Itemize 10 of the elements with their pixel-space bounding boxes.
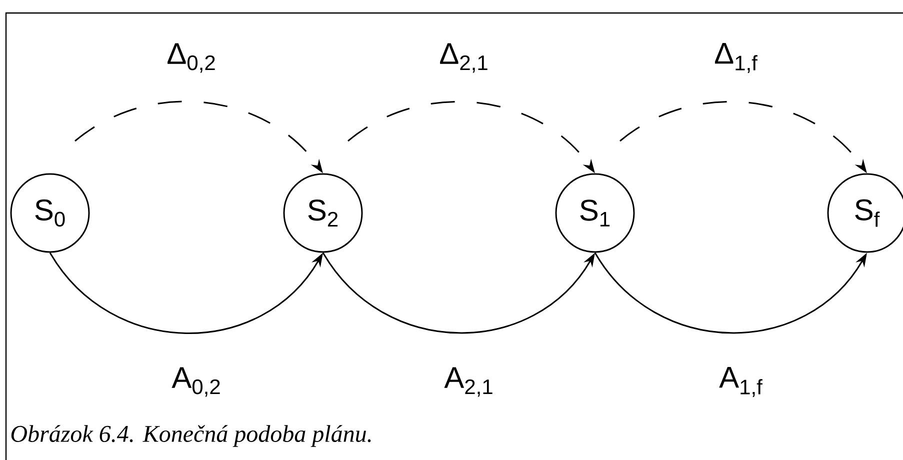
- caption: Obrázok 6.4. Konečná podoba plánu.: [11, 425, 371, 447]
- edge-label: Δ$_{0,2}$: [168, 43, 215, 73]
- arrow: [594, 252, 867, 334]
- edge-label: A$_{2,1}$: [444, 367, 492, 397]
- arrow: [49, 252, 323, 334]
- edge-label: Δ$_{1,f}$: [714, 43, 758, 73]
- edge-label: A$_{0,2}$: [172, 367, 220, 397]
- edge-label: Δ$_{2,1}$: [440, 43, 488, 73]
- arrow: [322, 252, 595, 334]
- edge-label: A$_{1,f}$: [719, 367, 762, 397]
